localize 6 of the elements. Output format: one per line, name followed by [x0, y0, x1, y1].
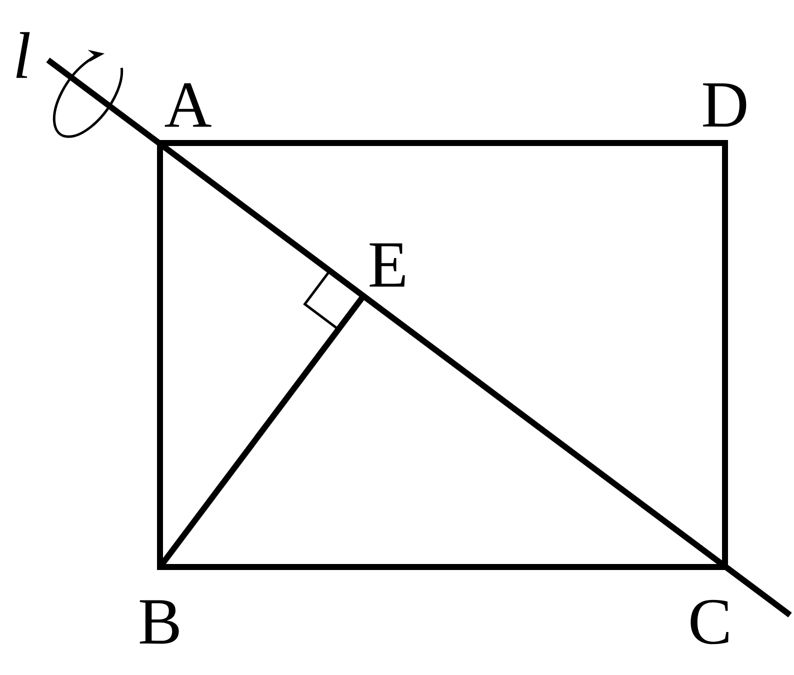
point-label: D	[703, 83, 746, 127]
point-label: B	[140, 600, 179, 644]
point-label: E	[370, 243, 405, 287]
point-label: C	[690, 600, 728, 644]
point-label: l	[16, 32, 30, 78]
point-label: A	[164, 83, 212, 127]
